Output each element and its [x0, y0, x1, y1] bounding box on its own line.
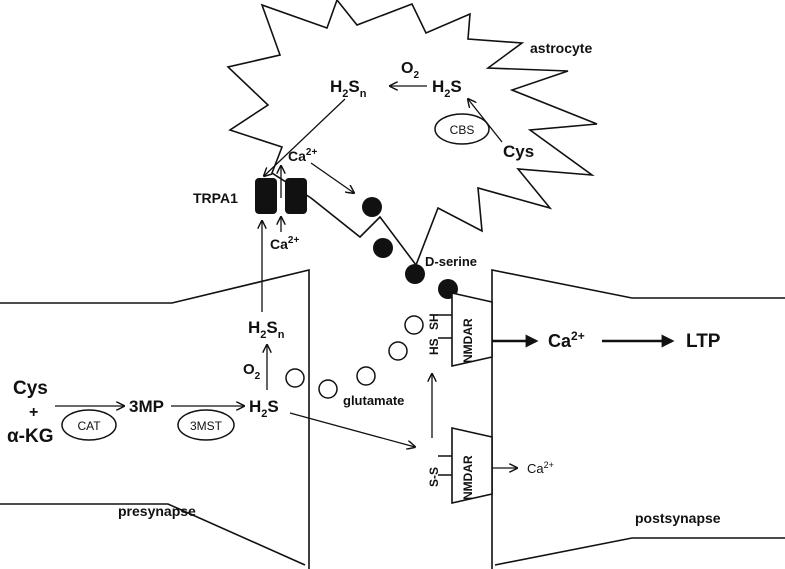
glutamate-vesicle: [404, 315, 424, 335]
arrow-h2sn-to-trpa1: [264, 98, 346, 176]
trpa1-channel-right: [285, 178, 307, 214]
pre-akg: α-KG: [7, 426, 54, 447]
trpa1-label: TRPA1: [193, 190, 238, 206]
dserine-vesicle: [373, 238, 393, 258]
astro-cys: Cys: [503, 142, 534, 161]
arrow-cys-to-h2s-astro: [468, 99, 503, 143]
nmdar-lower-label: NMDAR: [461, 455, 475, 500]
postsynapse-bottom: [494, 537, 785, 566]
hs-group-label: HS: [427, 338, 441, 355]
threemst-label: 3MST: [190, 419, 223, 433]
cat-label: CAT: [77, 419, 101, 433]
trpa1-channel-left: [255, 178, 277, 214]
presynapse-label: presynapse: [118, 503, 196, 519]
arrow-ca-to-dserine: [310, 162, 354, 193]
postsynapse-label: postsynapse: [635, 510, 721, 526]
astro-o2: O2: [401, 60, 419, 81]
astrocyte-label: astrocyte: [530, 40, 592, 56]
cbs-label: CBS: [450, 123, 475, 137]
glutamate-label: glutamate: [343, 393, 404, 408]
post-ca-main: Ca2+: [548, 329, 585, 351]
glutamate-vesicle: [356, 366, 376, 386]
pre-plus: +: [29, 404, 38, 421]
pre-h2sn: H2Sn: [248, 318, 285, 341]
cbs-enzyme: [434, 113, 490, 145]
presynapse-outline: [0, 268, 310, 569]
glutamate-vesicle: [285, 368, 305, 388]
ltp-label: LTP: [686, 331, 721, 352]
pre-o2: O2: [243, 361, 261, 382]
arrow-h2s-to-nmdar-lower: [289, 412, 415, 447]
astro-ca-in: Ca2+: [288, 147, 317, 164]
ss-group-label: S-S: [427, 467, 441, 487]
post-ca-small: Ca2+: [527, 460, 554, 476]
dserine-vesicle: [362, 197, 382, 217]
glutamate-vesicle: [388, 341, 408, 361]
pre-cys: Cys: [13, 378, 48, 399]
pre-3mp: 3MP: [129, 397, 164, 416]
presynapse-bottom: [0, 503, 306, 566]
astrocyte-outline: [226, 0, 598, 267]
postsynapse-outline: [491, 269, 785, 569]
glutamate-vesicle: [318, 379, 338, 399]
dserine-label: D-serine: [425, 254, 477, 269]
nmdar-upper-label: NMDAR: [461, 318, 475, 363]
sh-group-label: SH: [427, 313, 441, 330]
astro-h2s: H2S: [432, 77, 462, 100]
nmdar-lower: [451, 427, 493, 504]
threemst-enzyme: [177, 409, 235, 441]
astro-h2sn: H2Sn: [330, 77, 367, 100]
nmdar-upper: [451, 292, 493, 367]
cat-enzyme: [61, 409, 117, 441]
pre-h2s: H2S: [249, 397, 279, 420]
dserine-vesicle: [405, 264, 425, 284]
trpa1-ca-out: Ca2+: [270, 235, 299, 252]
